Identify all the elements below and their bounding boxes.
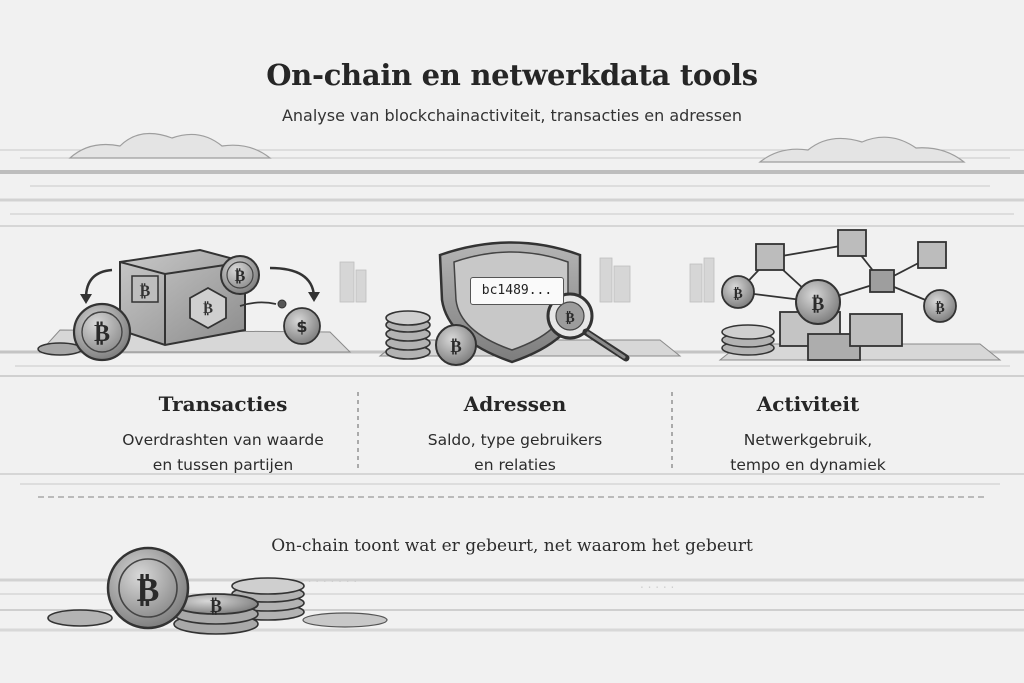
desc-line: Saldo, type gebruikers — [427, 431, 603, 449]
cloud-right-icon — [758, 136, 966, 163]
column-title-addresses: Adressen — [463, 392, 567, 416]
column-title-activity: Activiteit — [756, 392, 860, 416]
desc-line: en relaties — [474, 456, 556, 474]
svg-text:₿: ₿ — [450, 337, 461, 357]
svg-text:. . . . . . . .: . . . . . . . . — [300, 571, 357, 585]
coin-pile-illustration: ₿ ₿ — [47, 546, 388, 635]
svg-text:₿: ₿ — [565, 310, 574, 326]
svg-text:. . . . .: . . . . . — [640, 577, 674, 591]
column-desc-addresses: Saldo, type gebruikers en relaties — [350, 428, 680, 478]
svg-text:₿: ₿ — [235, 266, 246, 285]
column-title-transactions: Transacties — [158, 392, 288, 416]
transactions-illustration: ₿ ₿ ₿ ₿ $ — [37, 248, 352, 362]
desc-line: Overdrashten van waarde — [122, 431, 324, 449]
page-subtitle: Analyse van blockchainactiviteit, transa… — [281, 106, 743, 125]
svg-text:₿: ₿ — [935, 300, 944, 316]
svg-text:₿: ₿ — [203, 299, 213, 317]
desc-line: en tussen partijen — [152, 456, 294, 474]
svg-text:₿: ₿ — [140, 281, 151, 300]
activity-illustration: ₿ ₿ ₿ — [718, 229, 1002, 361]
svg-text:₿: ₿ — [210, 596, 222, 617]
svg-text:$: $ — [296, 317, 307, 336]
column-desc-activity: Netwerkgebruik, tempo en dynamiek — [643, 428, 973, 478]
desc-line: tempo en dynamiek — [730, 456, 886, 474]
sketch-bands — [0, 149, 1024, 632]
cloud-left-icon — [68, 132, 272, 159]
svg-text:₿: ₿ — [812, 293, 825, 315]
faint-background-text-icon: . . . . . . . . . . . . . — [300, 571, 674, 591]
svg-text:₿: ₿ — [137, 570, 160, 610]
desc-line: Netwerkgebruik, — [743, 431, 873, 449]
page-title: On-chain en netwerkdata tools — [266, 58, 758, 92]
column-desc-transactions: Overdrashten van waarde en tussen partij… — [58, 428, 388, 478]
svg-text:₿: ₿ — [733, 286, 742, 302]
address-label: bc1489... — [470, 277, 564, 305]
tagline: On-chain toont wat er gebeurt, net waaro… — [271, 536, 753, 556]
city-skyline — [339, 257, 715, 303]
svg-text:₿: ₿ — [94, 319, 110, 347]
